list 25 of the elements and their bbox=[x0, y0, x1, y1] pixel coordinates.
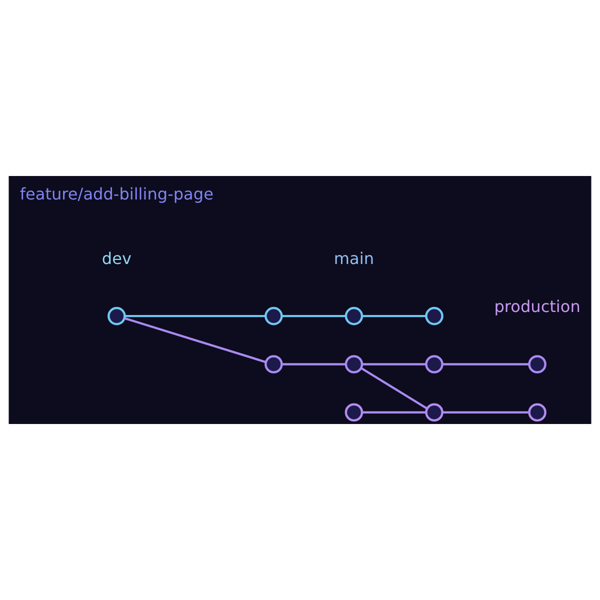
node-circle bbox=[264, 355, 283, 374]
connector bbox=[362, 411, 426, 414]
node-circle bbox=[425, 306, 444, 326]
node-circle bbox=[528, 403, 546, 422]
node-circle bbox=[344, 355, 364, 374]
connector bbox=[442, 411, 530, 414]
node-circle bbox=[425, 403, 444, 422]
connector bbox=[124, 317, 266, 364]
connector bbox=[282, 314, 346, 318]
node-circle bbox=[344, 306, 364, 326]
connector bbox=[442, 363, 530, 366]
label: feature/add-billing-page bbox=[20, 184, 214, 204]
node-circle bbox=[344, 403, 364, 422]
label: dev bbox=[102, 248, 132, 268]
connector bbox=[360, 367, 428, 410]
node-circle bbox=[108, 306, 126, 326]
node-circle bbox=[425, 355, 444, 374]
connector bbox=[362, 363, 426, 366]
node-circle bbox=[264, 306, 283, 326]
label: main bbox=[334, 248, 374, 268]
connector bbox=[282, 363, 346, 366]
connector bbox=[362, 314, 426, 318]
node-circle bbox=[528, 355, 546, 374]
label: production bbox=[494, 296, 580, 316]
connector bbox=[125, 314, 266, 318]
